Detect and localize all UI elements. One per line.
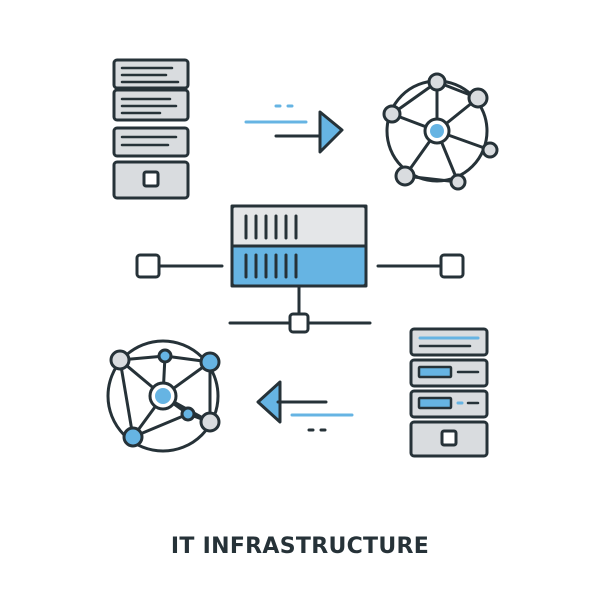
forward-arrow-icon [244,104,344,154]
network-globe-icon-bottom-left [106,339,221,453]
caption-title: IT INFRASTRUCTURE [170,534,430,559]
server-rack-icon-top-left [112,58,190,200]
central-server-icon [135,204,465,334]
server-rack-icon-bottom-right [409,327,489,458]
backward-arrow-icon [256,380,354,432]
network-globe-icon-top-right [382,72,499,191]
